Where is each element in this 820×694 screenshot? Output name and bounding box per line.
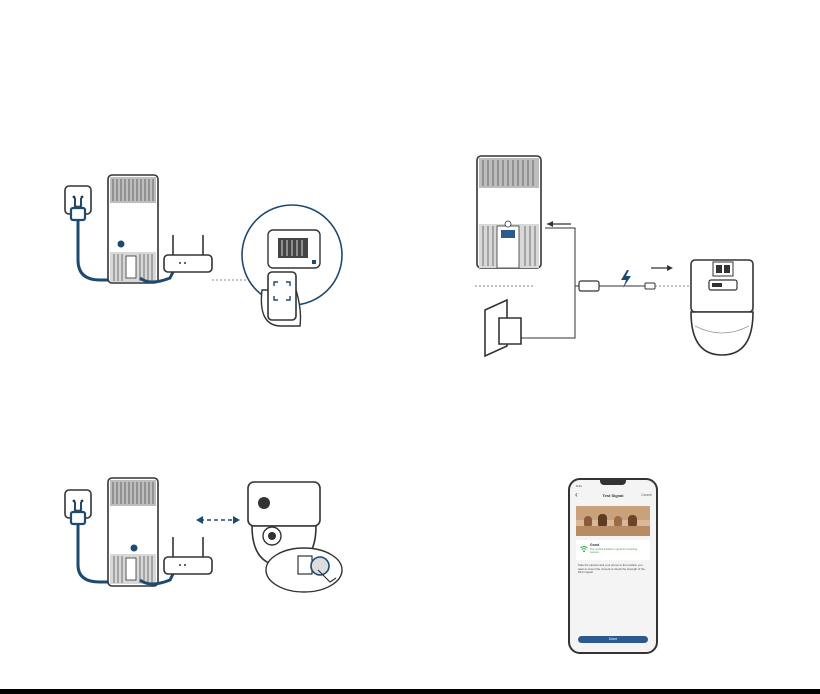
signal-description: The current location is good for mountin… xyxy=(590,548,646,554)
signal-label: Good xyxy=(590,543,599,547)
app-header: ‹ Test Signal Cancel xyxy=(570,492,656,502)
status-time: 9:41 xyxy=(576,484,582,488)
step-panel-pair-camera xyxy=(40,470,370,600)
cancel-link[interactable]: Cancel xyxy=(641,493,652,497)
step-panel-charge-camera xyxy=(455,150,785,370)
charge-camera-illustration xyxy=(455,150,785,370)
pair-camera-illustration xyxy=(40,470,370,600)
base-station-icon xyxy=(108,175,158,283)
smartphone-icon xyxy=(261,272,300,326)
camera-icon xyxy=(691,260,753,355)
step-panel-test-signal: 9:41 ‹ Test Signal Cancel Good The curre… xyxy=(568,478,658,654)
signal-card: Good The current location is good for mo… xyxy=(576,540,650,560)
pair-button-zoom xyxy=(266,548,342,592)
instructions-text: Take the camera and your phone to the lo… xyxy=(578,564,648,575)
done-button[interactable]: Done xyxy=(578,636,648,643)
step-panel-setup-scan xyxy=(40,160,370,340)
wall-outlet-icon xyxy=(485,300,521,356)
page-bottom-rule xyxy=(0,689,820,694)
smartphone-frame: 9:41 ‹ Test Signal Cancel Good The curre… xyxy=(568,478,658,654)
base-station-icon xyxy=(108,478,158,586)
router-icon xyxy=(164,537,212,574)
base-station-icon xyxy=(477,156,541,268)
family-photo xyxy=(576,506,650,536)
wifi-icon xyxy=(580,545,588,553)
arrow-right-icon xyxy=(651,265,673,271)
router-icon xyxy=(164,235,212,272)
pairing-arrow-icon xyxy=(196,516,240,524)
setup-scan-illustration xyxy=(40,160,370,340)
arrow-left-icon xyxy=(547,221,571,227)
usb-plug xyxy=(579,281,697,291)
lightning-icon xyxy=(621,270,631,288)
phone-notch xyxy=(600,480,626,485)
